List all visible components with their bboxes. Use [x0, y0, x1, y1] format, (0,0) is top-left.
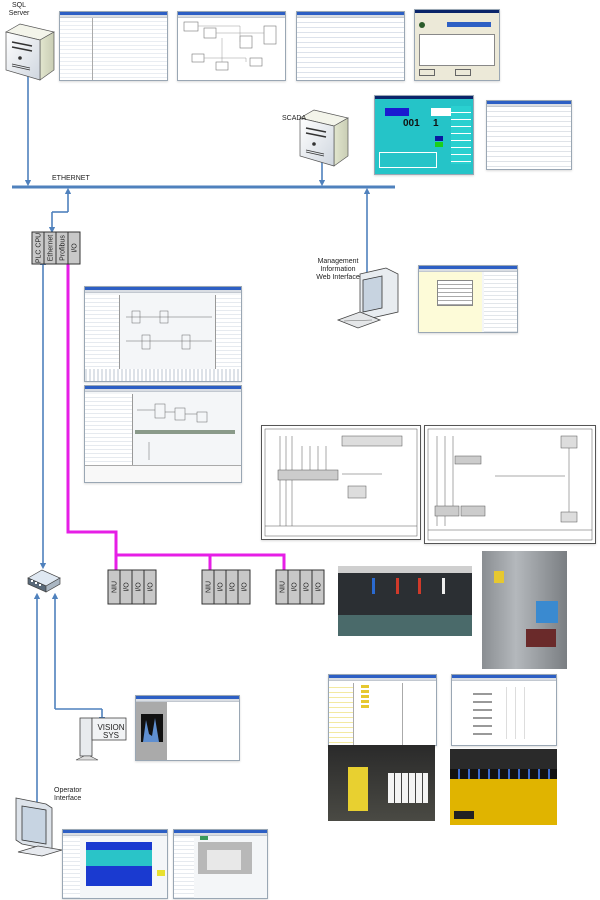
plc-function-block-screen — [84, 385, 242, 483]
properties-dialog-screen — [414, 9, 500, 81]
scada-counter-left: 001 — [403, 118, 420, 129]
scada-counter-right: 1 — [433, 118, 439, 129]
rack-module-label: I/O — [241, 582, 248, 592]
rack-module: I/O — [225, 569, 239, 605]
rack-module: Profibus — [55, 231, 69, 265]
web-report-screen — [418, 265, 518, 333]
sql-server-label: SQL Server — [8, 2, 30, 17]
rack-module-label: Ethernet — [47, 235, 54, 262]
rack-module: I/O — [143, 569, 157, 605]
rack-module-label: I/O — [315, 582, 322, 592]
rack-module: I/O — [67, 231, 81, 265]
plc-ladder-screen — [84, 286, 242, 382]
rack-module: NIU — [275, 569, 289, 605]
rack-module: I/O — [213, 569, 227, 605]
niu-rack-2: NIU I/O I/O I/O — [201, 569, 251, 605]
safety-config-grid-screen — [451, 674, 557, 746]
rack-module: NIU — [107, 569, 121, 605]
rack-module-label: Profibus — [59, 235, 66, 261]
safety-controller-photo — [450, 749, 557, 825]
plc-rack: PLC CPU Ethernet Profibus I/O — [31, 231, 81, 265]
rack-module-label: NIU — [205, 581, 212, 593]
vision-system-icon — [75, 717, 127, 761]
operator-hmi-screen — [62, 829, 168, 899]
rack-module: Ethernet — [43, 231, 57, 265]
database-tree-screen — [59, 11, 168, 81]
scada-label: SCADA — [282, 115, 307, 122]
rack-module-label: PLC CPU — [35, 233, 42, 263]
operator-monitor-icon — [15, 797, 63, 857]
vision-histogram-screen — [135, 695, 240, 761]
rack-module: I/O — [299, 569, 313, 605]
rack-module-label: I/O — [291, 582, 298, 592]
rack-module-label: I/O — [217, 582, 224, 592]
rack-module: NIU — [201, 569, 215, 605]
rack-module-label: I/O — [71, 243, 78, 253]
management-label: Management Information Web Interface — [316, 258, 360, 281]
scada-hmi-screen: 001 1 — [374, 95, 474, 175]
rack-module-label: I/O — [147, 582, 154, 592]
rack-module: PLC CPU — [31, 231, 45, 265]
niu-rack-3: NIU I/O I/O I/O — [275, 569, 325, 605]
management-workstation-icon — [336, 267, 399, 329]
vision-label: VISION SYS — [97, 723, 125, 740]
scada-server-icon — [299, 109, 349, 167]
rack-module: I/O — [311, 569, 325, 605]
wiring-schematic-1 — [261, 425, 421, 540]
niu-rack-1: NIU I/O I/O I/O — [107, 569, 157, 605]
rack-module-label: I/O — [135, 582, 142, 592]
wiring-schematic-2 — [424, 425, 596, 544]
rack-module: I/O — [119, 569, 133, 605]
control-cabinet-photo — [482, 551, 567, 669]
rack-module: I/O — [287, 569, 301, 605]
rack-module-label: I/O — [303, 582, 310, 592]
rack-module-label: NIU — [111, 581, 118, 593]
rack-module: I/O — [131, 569, 145, 605]
ethernet-label: ETHERNET — [52, 175, 90, 182]
profibus-bus — [66, 262, 286, 570]
rack-module-label: NIU — [279, 581, 286, 593]
scada-script-screen — [486, 100, 572, 170]
safety-config-tree-screen — [328, 674, 437, 746]
safety-relay-photo — [328, 745, 435, 821]
network-switch-icon — [27, 569, 61, 593]
operator-label: Operator Interface — [54, 787, 82, 802]
er-diagram-screen — [177, 11, 286, 81]
plc-rack-photo — [338, 566, 472, 636]
sql-server-icon — [5, 23, 55, 81]
rack-module-label: I/O — [123, 582, 130, 592]
operator-dev-screen — [173, 829, 268, 899]
rack-module-label: I/O — [229, 582, 236, 592]
sql-editor-screen — [296, 11, 405, 81]
rack-module: I/O — [237, 569, 251, 605]
